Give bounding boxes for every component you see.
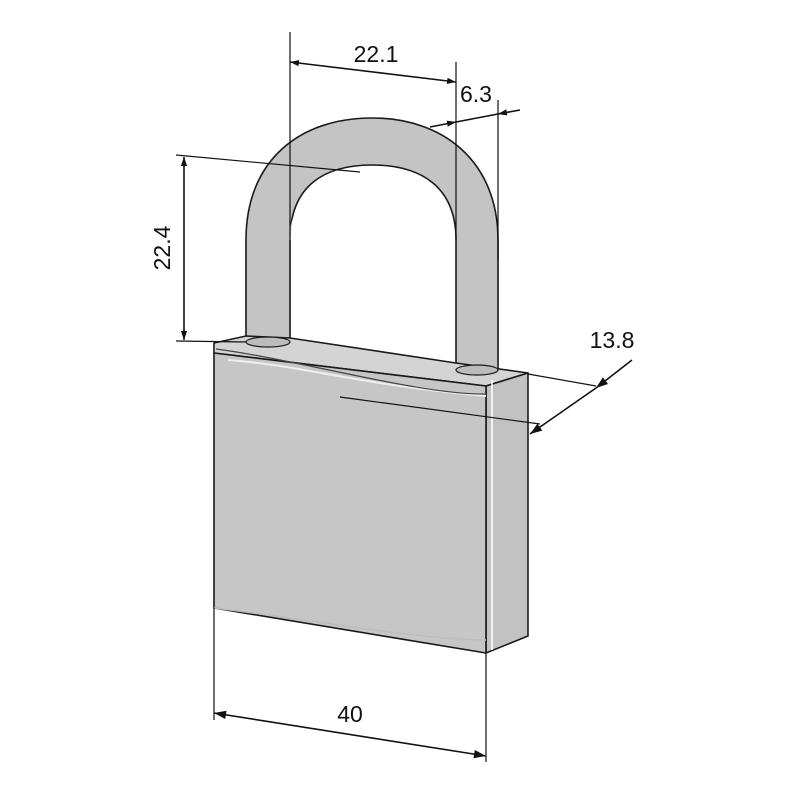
dimension-body-thickness: 13.8	[339, 327, 635, 435]
dimension-line	[429, 120, 457, 128]
extension-line	[527, 373, 597, 387]
body-bevel-line	[215, 348, 487, 395]
extension-line	[339, 396, 541, 425]
dimension-line	[213, 710, 487, 759]
shackle-inner-edge	[289, 171, 351, 241]
dimension-label-6-3: 6.3	[460, 81, 492, 107]
dimension-label-13-8: 13.8	[590, 327, 635, 353]
dimension-shackle-inner-width: 22.1	[289, 32, 457, 240]
dimension-line	[529, 387, 597, 435]
body-bottom-bevel	[213, 607, 487, 641]
dimension-label-40: 40	[337, 701, 363, 727]
shackle-foot-right	[455, 364, 499, 376]
shackle-foot-left	[245, 336, 291, 348]
padlock-shackle	[245, 117, 499, 373]
dimension-line	[595, 359, 633, 389]
dimension-label-22-4: 22.4	[149, 225, 175, 270]
dimension-line	[455, 113, 499, 123]
dimension-shackle-diameter: 6.3	[429, 81, 521, 260]
dimension-line	[497, 109, 521, 116]
extension-line	[175, 340, 247, 343]
padlock	[213, 117, 529, 654]
extension-line	[175, 154, 361, 173]
body-highlight-upper	[227, 359, 487, 397]
dimension-body-width: 40	[213, 608, 487, 762]
dimension-shackle-clearance: 22.4	[149, 154, 361, 343]
dimension-line	[289, 59, 457, 85]
dimension-label-22-1: 22.1	[354, 41, 399, 67]
